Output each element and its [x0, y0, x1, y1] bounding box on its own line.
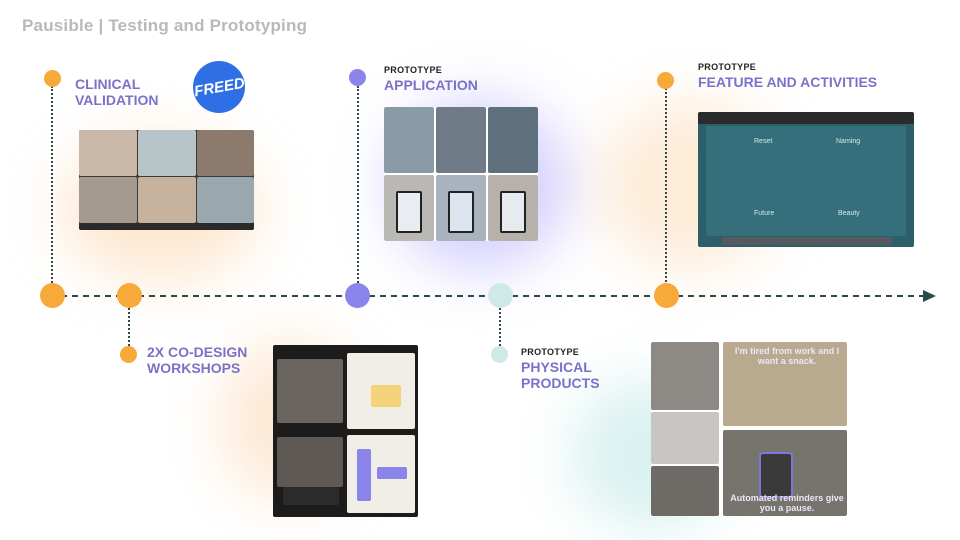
- codesign-line1: 2X CO-DESIGN: [147, 344, 248, 360]
- slide-title: Pausible | Testing and Prototyping: [22, 16, 308, 35]
- codesign-line2: WORKSHOPS: [147, 360, 241, 376]
- workshop-video-grid: [277, 437, 343, 487]
- hand-photo: [723, 342, 847, 426]
- connector-feature: [665, 88, 667, 286]
- dock-bar: [722, 237, 892, 245]
- timeline-dot-feature: [654, 283, 679, 308]
- clinical-video-call-image: [79, 130, 254, 230]
- timeline-dot-codesign: [117, 283, 142, 308]
- app-photo: [488, 107, 538, 173]
- freed-logo: FREED: [193, 61, 245, 113]
- canvas-area: [706, 126, 906, 236]
- milestone-dot-application: [349, 69, 366, 86]
- phone-screen: [396, 191, 422, 233]
- milestone-dot-clinical: [44, 70, 61, 87]
- video-tile: [197, 130, 254, 176]
- sticky-notes: [371, 385, 401, 407]
- feature-title: FEATURE AND ACTIVITIES: [698, 74, 878, 90]
- workshop-video-grid: [277, 359, 343, 423]
- room-photo: [651, 466, 719, 516]
- video-tile: [79, 130, 137, 176]
- video-tile: [138, 130, 196, 176]
- feature-label: PROTOTYPE FEATURE AND ACTIVITIES: [698, 62, 877, 90]
- app-photo: [384, 107, 434, 173]
- feature-card-naming: Naming: [836, 138, 861, 145]
- video-controls-bar: [79, 223, 254, 230]
- clinical-label: CLINICAL VALIDATION: [75, 76, 158, 108]
- feature-card-reset: Reset: [754, 138, 773, 145]
- connector-physical: [499, 305, 501, 350]
- physical-caption-bottom: Automated reminders give you a pause.: [730, 493, 844, 513]
- ceiling-photo: [651, 412, 719, 464]
- connector-codesign: [128, 305, 130, 350]
- feature-card-beauty: Beauty: [838, 210, 860, 217]
- fridge-photo: [651, 342, 719, 410]
- physical-caption-top: I'm tired from work and I want a snack.: [734, 346, 840, 366]
- phone-screen: [448, 191, 474, 233]
- feature-screenshot: Reset Naming Future Beauty: [698, 112, 914, 247]
- phone-screen: [500, 191, 526, 233]
- timeline-dot-application: [345, 283, 370, 308]
- milestone-dot-feature: [657, 72, 674, 89]
- video-tile: [79, 177, 137, 223]
- video-tile: [138, 177, 196, 223]
- purple-notes: [357, 449, 371, 501]
- timeline-dot-clinical: [40, 283, 65, 308]
- clinical-line2: VALIDATION: [75, 92, 159, 108]
- physical-tag: PROTOTYPE: [521, 347, 580, 357]
- codesign-label: 2X CO-DESIGN WORKSHOPS: [147, 344, 247, 376]
- timeline-dot-physical: [488, 283, 513, 308]
- physical-label: PROTOTYPE PHYSICAL PRODUCTS: [521, 347, 600, 391]
- application-label: PROTOTYPE APPLICATION: [384, 65, 478, 93]
- clinical-line1: CLINICAL: [75, 76, 141, 92]
- connector-clinical: [51, 86, 53, 286]
- milestone-dot-physical: [491, 346, 508, 363]
- feature-tag: PROTOTYPE: [698, 62, 757, 72]
- application-photo-grid: [384, 107, 538, 241]
- timeline-arrow: [50, 290, 936, 302]
- browser-bar: [698, 112, 914, 124]
- connector-application: [357, 86, 359, 286]
- feature-card-future: Future: [754, 210, 775, 217]
- app-photo: [436, 107, 486, 173]
- workshop-speaker: [283, 487, 339, 505]
- physical-line1: PHYSICAL: [521, 359, 592, 375]
- codesign-screenshots: [273, 345, 418, 517]
- physical-line2: PRODUCTS: [521, 375, 600, 391]
- physical-photos: [651, 342, 847, 516]
- device-screen: [759, 452, 793, 498]
- application-tag: PROTOTYPE: [384, 65, 443, 75]
- application-title: APPLICATION: [384, 77, 478, 93]
- milestone-dot-codesign: [120, 346, 137, 363]
- purple-notes: [377, 467, 407, 479]
- video-tile: [197, 177, 254, 223]
- freed-logo-text: FREED: [193, 74, 245, 100]
